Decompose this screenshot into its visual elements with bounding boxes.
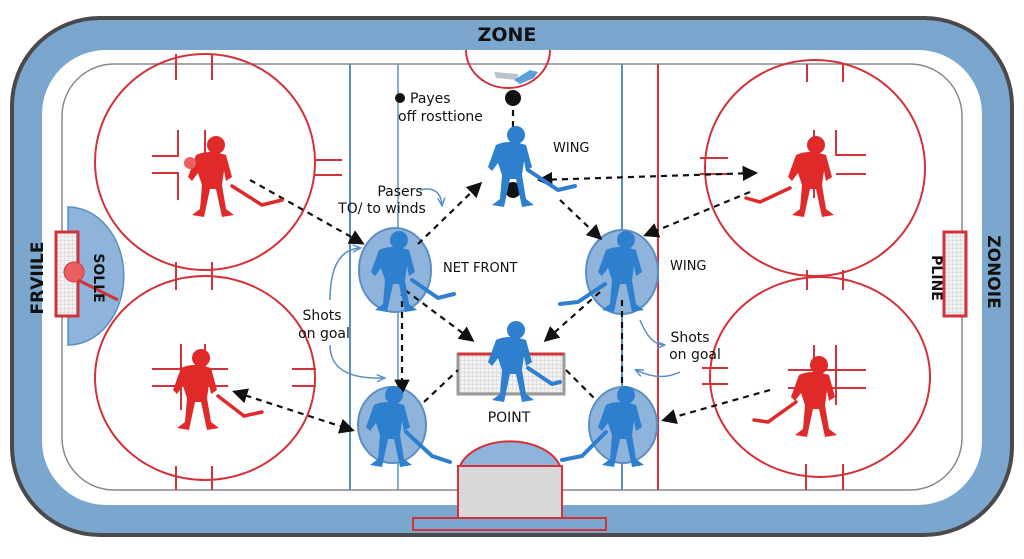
wing-top-label: WING — [553, 141, 590, 156]
bottom-goal-base — [412, 517, 607, 531]
red-puck-icon — [184, 157, 196, 169]
net-front-label: NET FRONT — [443, 261, 517, 276]
shots-left-line2: on goal — [298, 326, 350, 342]
left-crease — [67, 206, 125, 346]
shots-left-line1: Shots — [302, 308, 341, 324]
left-side-label: FRVIILE — [28, 242, 48, 315]
pass-note-line2: TO/ to winds — [337, 201, 426, 217]
puck-top — [505, 90, 521, 106]
wing-right-label: WING — [670, 259, 707, 274]
blue-sticks — [404, 168, 608, 464]
top-faceoff-arc — [465, 49, 551, 89]
left-goalie-icon — [63, 261, 85, 283]
bottom-crease — [458, 440, 562, 467]
pass-arrows — [232, 110, 771, 434]
glove-icon — [514, 70, 538, 84]
faceoff-circle-top-left — [94, 53, 342, 290]
top-zone-label: ZONE — [478, 24, 537, 46]
puck-wing — [505, 182, 521, 198]
puck-note-line2: off rosttione — [398, 109, 483, 125]
point-label: POINT — [488, 410, 531, 426]
right-side-label: ZONOIE — [983, 235, 1003, 308]
right-goal-line-label: PLINE — [928, 255, 944, 301]
right-goal-net — [942, 230, 968, 318]
shots-right-line2: on goal — [669, 347, 721, 363]
shots-right-line1: Shots — [670, 330, 709, 346]
left-goalie-stick — [77, 278, 119, 302]
left-crease-label: SOLLE — [90, 253, 106, 302]
puck-note-line1: Payes — [410, 91, 451, 107]
annotation-arrows — [329, 188, 681, 378]
bullet-icon — [395, 93, 405, 103]
red-sticks — [216, 184, 798, 424]
pass-note-line1: Pasers — [377, 184, 422, 200]
stick-icon — [494, 72, 518, 80]
bottom-goal-box — [457, 465, 563, 519]
